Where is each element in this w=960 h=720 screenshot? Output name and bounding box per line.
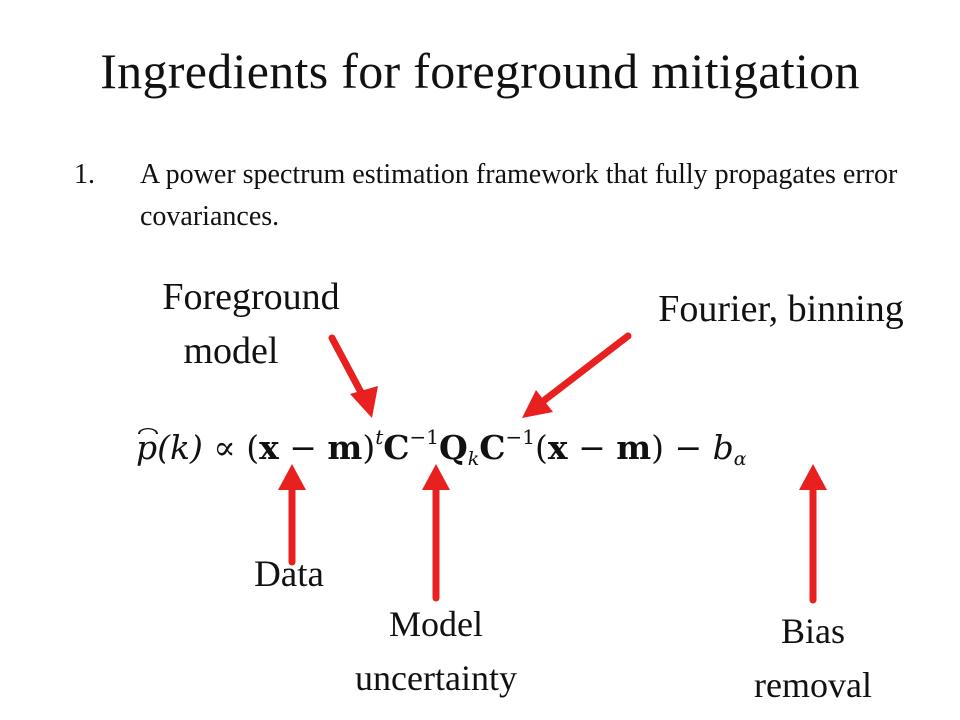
formula-alpha-subscript: α xyxy=(733,448,747,470)
label-bias-line2: removal xyxy=(754,665,872,705)
formula-open-paren-2: ( xyxy=(535,428,548,467)
arrow-data xyxy=(278,464,306,566)
formula-close-paren-1: ) xyxy=(362,428,376,467)
label-foreground-model: Foreground model xyxy=(126,270,376,378)
formula-minus-1: − xyxy=(278,428,328,467)
list-number: 1. xyxy=(74,159,95,190)
arrow-model-uncertainty xyxy=(422,464,450,602)
formula-b: b xyxy=(712,428,734,467)
label-bias-removal: Bias removal xyxy=(718,604,908,712)
formula-Q: Q xyxy=(439,428,468,467)
formula-m-1: m xyxy=(327,428,363,467)
formula-C-1: C xyxy=(383,428,410,467)
formula-close-paren-2: ) xyxy=(651,428,665,467)
label-model-line2: uncertainty xyxy=(355,658,517,698)
formula-x-1: x xyxy=(259,428,279,467)
formula-inverse-1: −1 xyxy=(409,425,440,449)
formula-p-hat: p xyxy=(136,418,157,478)
arrow-bias-removal xyxy=(799,464,827,604)
slide-title: Ingredients for foreground mitigation xyxy=(100,43,860,99)
formula-m-2: m xyxy=(616,428,652,467)
label-foreground-line1: Foreground xyxy=(162,276,340,318)
formula-minus-3: − xyxy=(664,428,713,467)
formula-propto: ∝ xyxy=(213,428,236,467)
formula-k-group: (k) xyxy=(157,428,203,467)
arrow-fourier-binning xyxy=(522,332,632,418)
formula-C-2: C xyxy=(479,428,506,467)
formula-minus-2: − xyxy=(567,428,617,467)
label-foreground-line2: model xyxy=(183,330,279,372)
arrow-foreground-model xyxy=(328,334,378,418)
list-text: A power spectrum estimation framework th… xyxy=(140,159,898,232)
formula: p(k) ∝ (x − m)tC−1QkC−1(x − m) − bα xyxy=(136,407,856,470)
formula-inverse-2: −1 xyxy=(505,425,536,449)
label-model-line1: Model xyxy=(389,604,483,644)
formula-open-paren-1: ( xyxy=(246,428,260,467)
label-data: Data xyxy=(254,554,324,595)
formula-k-subscript: k xyxy=(467,448,480,470)
label-model-uncertainty: Model uncertainty xyxy=(316,597,556,705)
label-fourier-binning: Fourier, binning xyxy=(658,288,904,330)
formula-x-2: x xyxy=(547,428,568,467)
label-bias-line1: Bias xyxy=(780,611,845,651)
formula-transpose: t xyxy=(375,425,384,449)
